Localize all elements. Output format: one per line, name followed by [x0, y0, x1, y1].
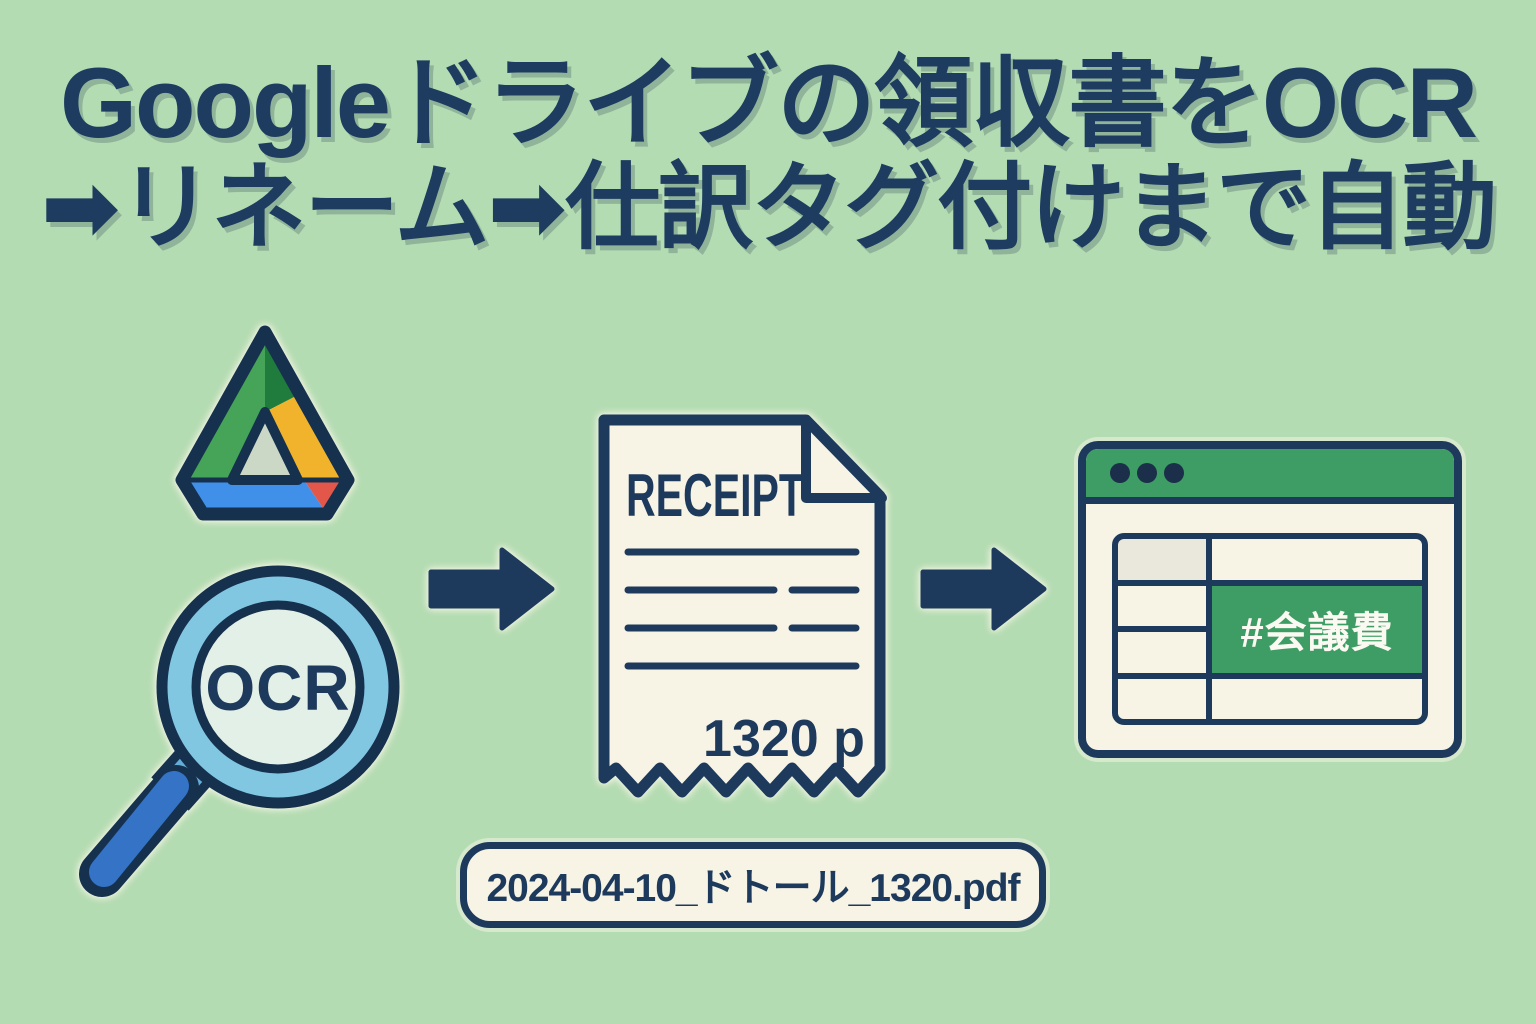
receipt-text-lines: [624, 548, 860, 670]
page-title-line-1: Googleドライブの領収書をOCR: [60, 47, 1478, 158]
renamed-filename-text: 2024-04-10_ドトール_1320.pdf: [486, 867, 1020, 910]
window-dot-icon: [1137, 463, 1157, 483]
receipt-heading: RECEIPT: [626, 462, 804, 529]
ledger-cell: [1118, 632, 1206, 673]
window-dot-icon: [1110, 463, 1130, 483]
renamed-filename-pill: 2024-04-10_ドトール_1320.pdf: [460, 842, 1046, 928]
ledger-cell: [1118, 539, 1206, 580]
ledger-cell: [1118, 585, 1206, 626]
ledger-cell: [1212, 678, 1422, 719]
flow-arrow-icon: [428, 547, 555, 631]
page-title-line-2: ➡リネーム➡仕訳タグ付けまで自動: [40, 154, 1497, 261]
expense-tag-cell: #会議費: [1212, 585, 1422, 673]
ledger-cell: [1118, 678, 1206, 719]
window-title-bar: [1086, 449, 1454, 504]
flow-arrow-icon: [920, 547, 1047, 631]
ledger-table: #会議費: [1112, 533, 1428, 725]
google-drive-icon: [175, 325, 355, 521]
page-title: Googleドライブの領収書をOCR ➡リネーム➡仕訳タグ付けまで自動: [0, 47, 1536, 261]
ocr-magnifier-icon: OCR: [79, 565, 400, 897]
receipt-icon: RECEIPT 1320 p: [598, 414, 887, 798]
ocr-label: OCR: [205, 652, 350, 724]
receipt-amount: 1320 p: [703, 710, 865, 768]
window-dot-icon: [1164, 463, 1184, 483]
ledger-cell: [1212, 539, 1422, 580]
ledger-window: #会議費: [1078, 441, 1462, 758]
expense-tag-label: #会議費: [1240, 608, 1394, 656]
